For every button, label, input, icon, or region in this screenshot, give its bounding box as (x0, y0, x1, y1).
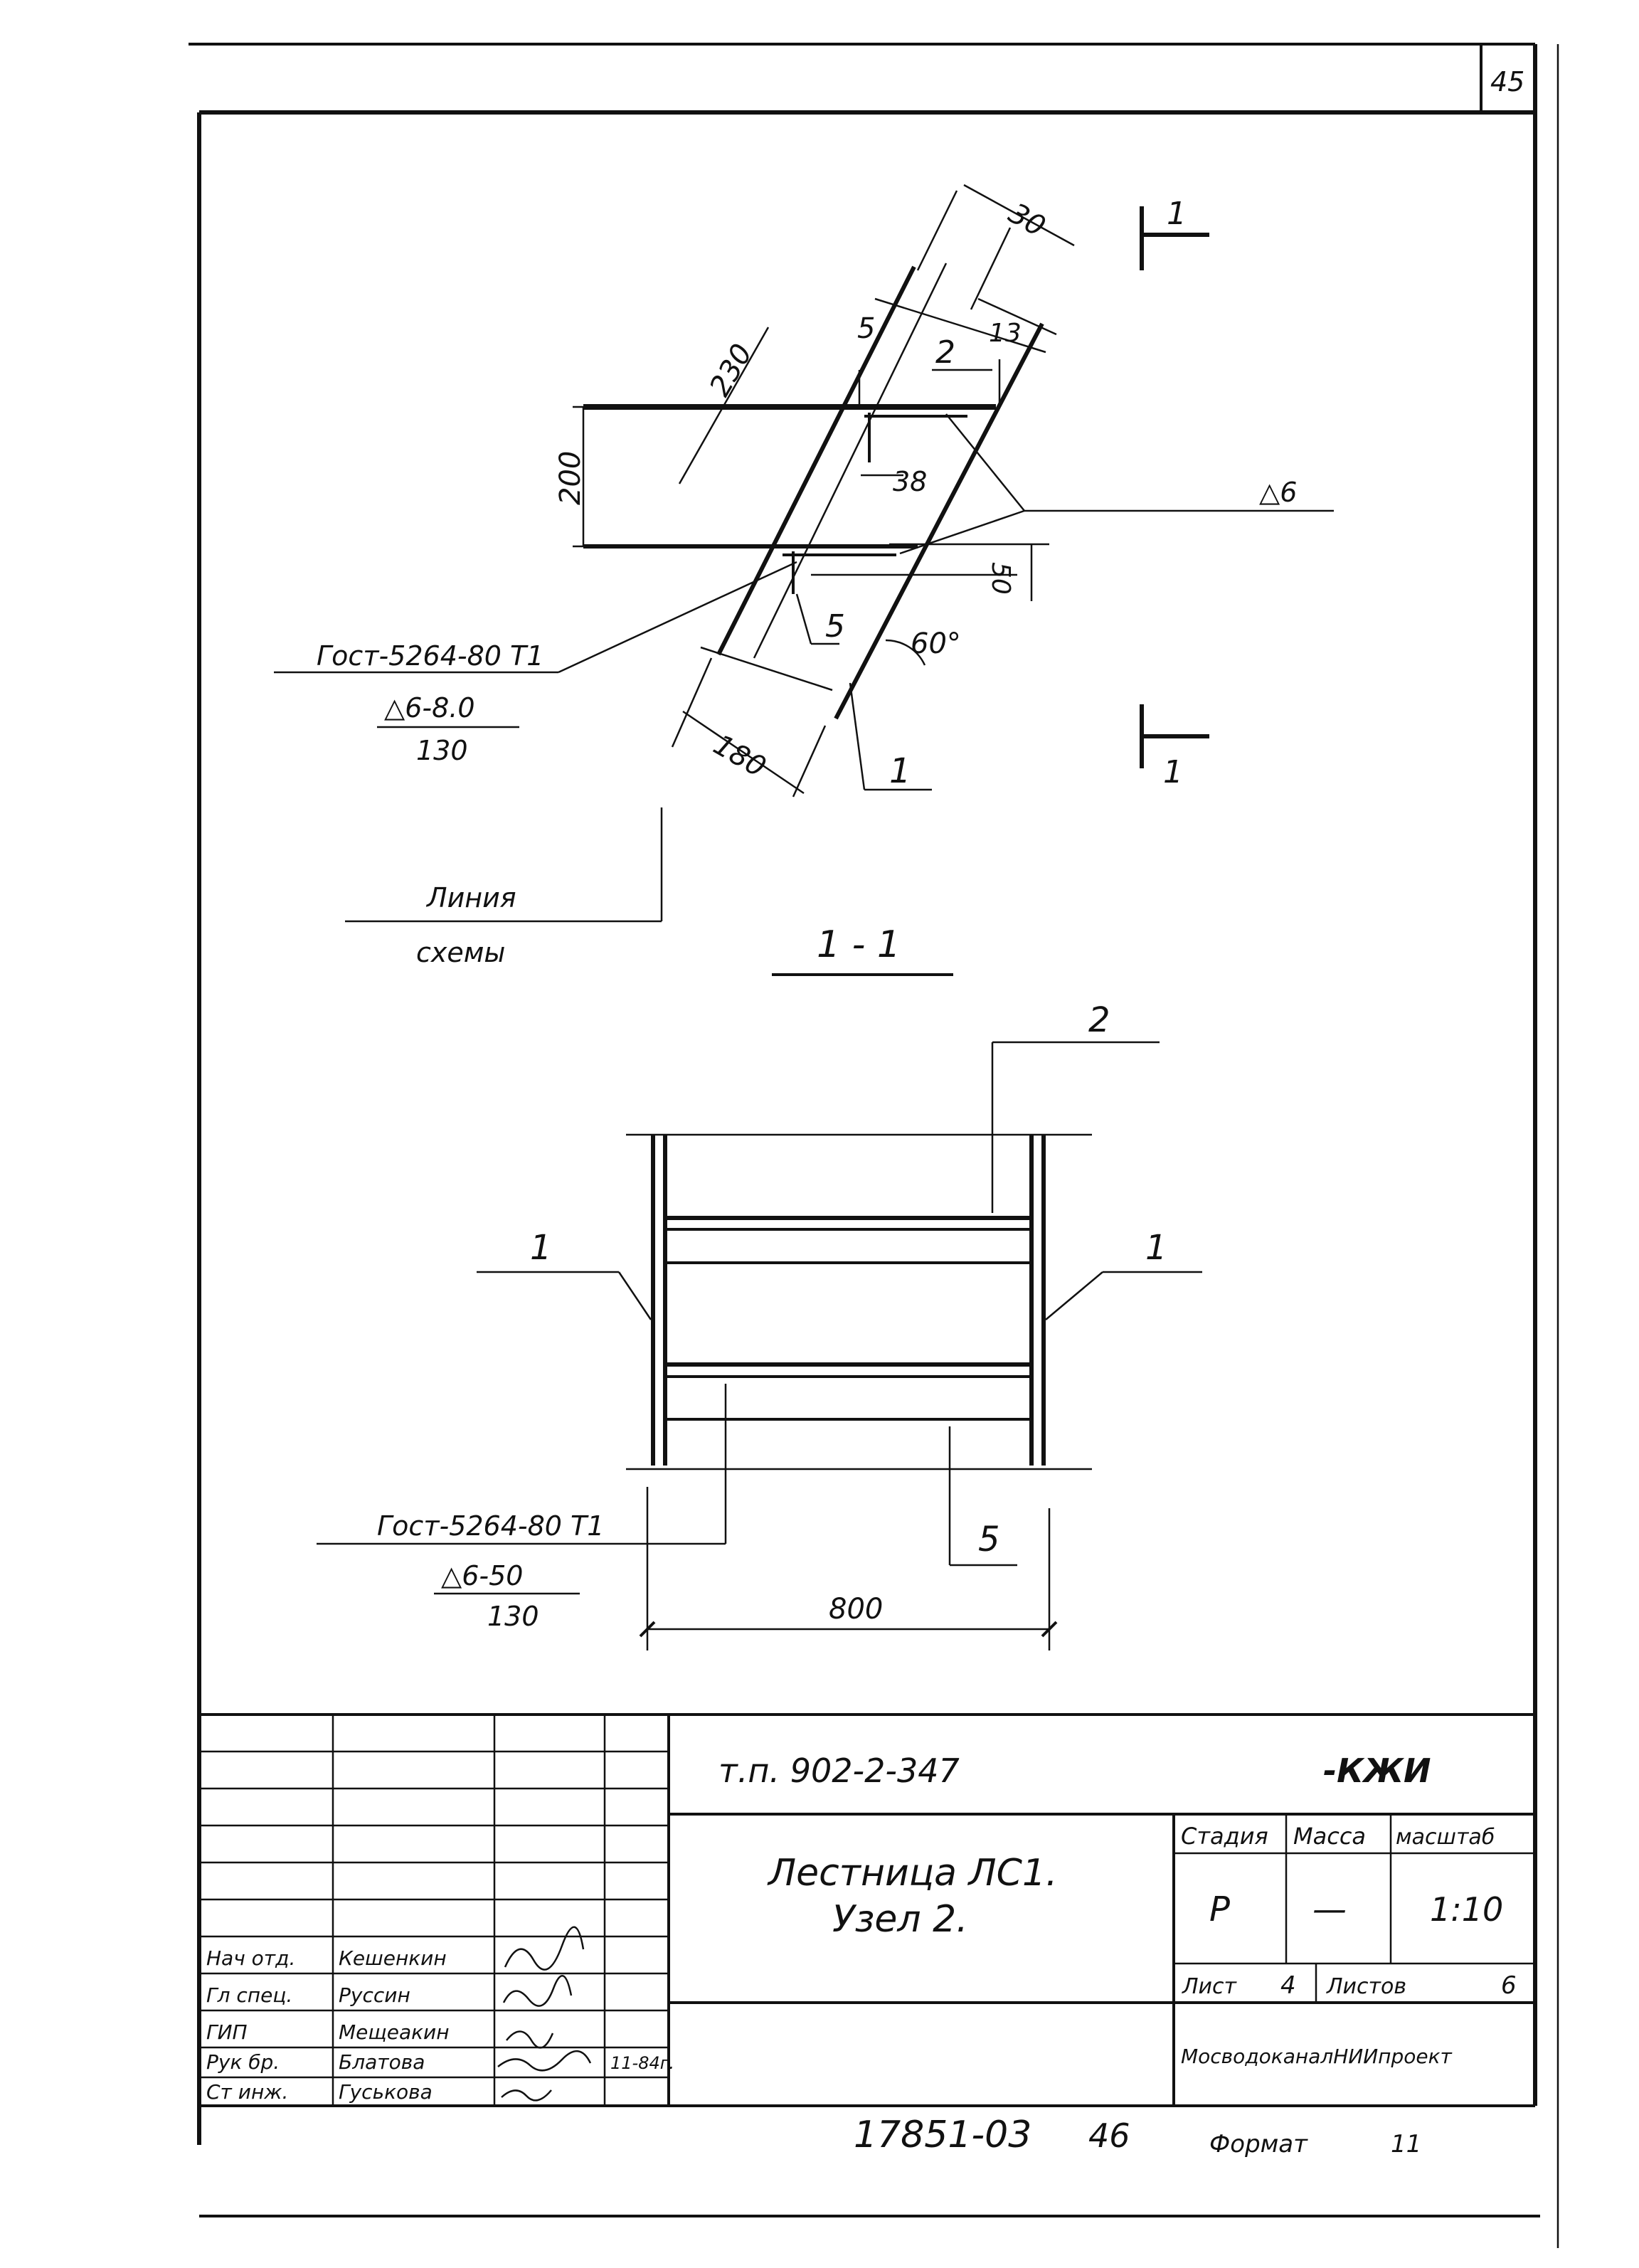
dim-200: 200 (554, 451, 587, 505)
sheets-total: 6 (1501, 1971, 1517, 2000)
signature-name: Кешенкин (339, 1946, 447, 1970)
gost-weld-label-section: Гост-5264-80 Т1 (377, 1510, 604, 1542)
format-label: Формат (1209, 2130, 1308, 2158)
position-2-node: 2 (935, 334, 955, 371)
signature-role: Нач отд. (206, 1946, 295, 1970)
dim-5-top: 5 (857, 312, 875, 345)
inventory-number: 17851-03 (854, 2114, 1031, 2156)
drawing-title-line-1: Лестница ЛС1. (767, 1852, 1058, 1895)
node-detail (274, 184, 1334, 923)
signature-role: Гл спец. (206, 1983, 292, 2007)
signature-name: Мещеакин (339, 2020, 450, 2044)
weld-6-label: △6 (1259, 477, 1297, 508)
bottom-tread (583, 544, 1017, 594)
signature-row-2: Гл спец. Руссин (206, 1983, 410, 2007)
signature-date: 11-84г. (610, 2053, 674, 2073)
scheme-line-label-2: схемы (416, 937, 505, 968)
position-1-left: 1 (530, 1228, 552, 1268)
dim-38: 38 (893, 466, 927, 497)
signature-row-5: Ст инж. Гуськова (206, 2080, 433, 2104)
gost-weld-label: Гост-5264-80 Т1 (317, 640, 543, 672)
weld-pitch: 130 (416, 735, 468, 766)
dim-5-bottom: 5 (825, 608, 845, 645)
organization: МосводоканалНИИпроект (1181, 2045, 1453, 2068)
section-cut-marks (1140, 206, 1209, 768)
designation: т.п. 902-2-347 (718, 1752, 960, 1790)
signature-role: Ст инж. (206, 2080, 288, 2104)
angle-60: 60° (911, 627, 961, 660)
signature-name: Блатова (339, 2050, 425, 2074)
scale-label: масштаб (1396, 1825, 1495, 1850)
stage-value: Р (1209, 1890, 1230, 1929)
stringer (700, 263, 1057, 720)
signature-role: ГИП (206, 2020, 248, 2044)
top-tread (583, 359, 1001, 462)
scheme-line-label-1: Линия (425, 882, 516, 913)
position-5-section: 5 (978, 1520, 1000, 1559)
signature-row-3: ГИП Мещеакин (206, 2020, 450, 2044)
section-title: 1 - 1 (817, 923, 901, 966)
page-number: 45 (1490, 66, 1524, 97)
scale-value: 1:10 (1430, 1890, 1503, 1929)
leader-lines (274, 369, 1334, 923)
mass-label: Масса (1293, 1823, 1366, 1850)
sheet-label: Лист (1182, 1974, 1238, 1999)
position-2-section: 2 (1088, 1000, 1110, 1040)
cut-mark-top-number: 1 (1167, 196, 1187, 232)
sheet-code: -КЖИ (1323, 1752, 1431, 1790)
weld-spec-section: △6-50 (441, 1560, 523, 1591)
weld-spec: △6-8.0 (384, 692, 475, 724)
position-1-right: 1 (1145, 1228, 1167, 1268)
signature-name: Гуськова (339, 2080, 433, 2104)
dim-30: 30 (1003, 197, 1051, 243)
signature-row-4: Рук бр. Блатова 11-84г. (206, 2050, 674, 2074)
section-view (317, 973, 1202, 1650)
dim-50: 50 (986, 562, 1015, 595)
drawing-title-line-2: Узел 2. (832, 1898, 968, 1941)
title-block (199, 1713, 1535, 2106)
signature-role: Рук бр. (206, 2050, 280, 2074)
mass-value: — (1312, 1890, 1347, 1929)
signature-row-1: Нач отд. Кешенкин (206, 1946, 447, 1970)
dim-13: 13 (989, 319, 1022, 348)
dim-230: 230 (704, 339, 759, 402)
position-1-node: 1 (889, 751, 911, 791)
format-value: 11 (1391, 2130, 1421, 2158)
stage-label: Стадия (1181, 1823, 1268, 1850)
page-reference: 46 (1088, 2116, 1130, 2155)
signature-scribbles (497, 1926, 592, 2102)
signature-name: Руссин (339, 1983, 410, 2007)
dim-800: 800 (829, 1593, 883, 1626)
cut-mark-bottom-number: 1 (1163, 754, 1183, 790)
dim-180: 180 (708, 728, 771, 784)
weld-pitch-section: 130 (487, 1601, 539, 1632)
sheet-number: 4 (1280, 1971, 1296, 2000)
sheets-label: Листов (1326, 1974, 1406, 1999)
sheet-frame (189, 43, 1559, 2248)
dimension-lines (573, 184, 1075, 797)
